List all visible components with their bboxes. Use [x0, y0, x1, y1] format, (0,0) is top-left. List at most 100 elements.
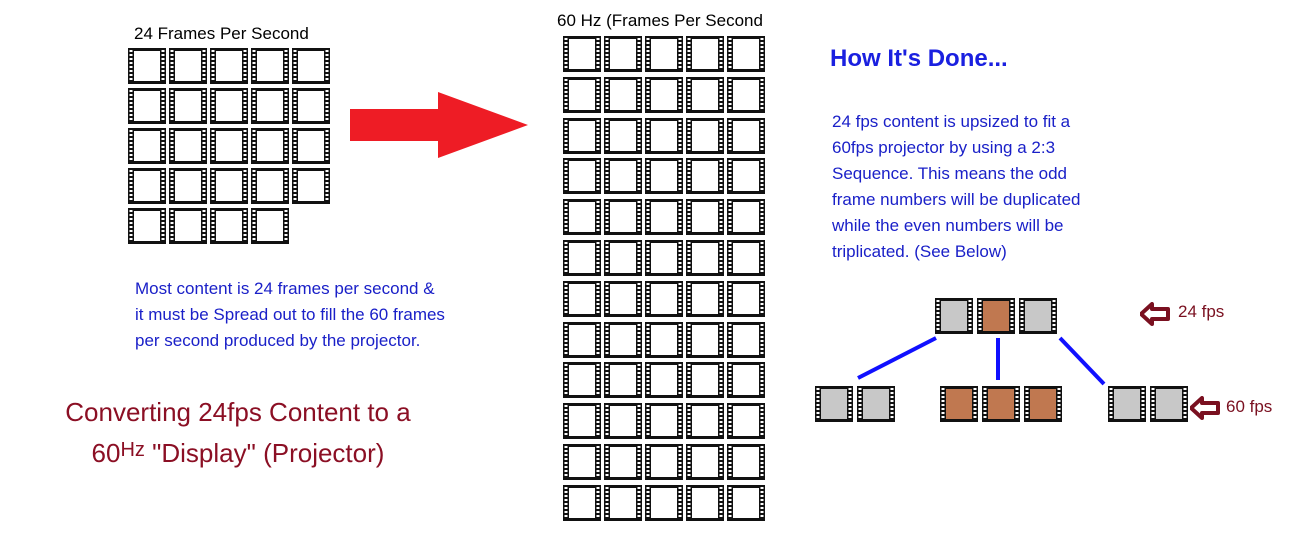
- film-frame-60hz: [563, 280, 601, 317]
- film-frame-60hz: [604, 484, 642, 521]
- film-frame-60hz: [727, 280, 765, 317]
- film-frame-60hz: [645, 199, 683, 236]
- conversion-arrow-icon: [350, 92, 528, 158]
- film-frame-24fps: [128, 48, 166, 84]
- label-24fps: 24 fps: [1178, 302, 1225, 321]
- left-description-line: per second produced by the projector.: [135, 331, 421, 350]
- film-frame-60hz: [645, 444, 683, 480]
- film-frame-24fps: [128, 208, 166, 244]
- film-frame-60hz: [563, 484, 601, 521]
- film-frame-60hz: [686, 199, 724, 236]
- film-frame-60hz: [604, 240, 642, 276]
- film-frame-60hz: [604, 199, 642, 236]
- film-frame-60hz: [686, 76, 724, 113]
- grid-title-24fps: 24 Frames Per Second: [134, 24, 309, 43]
- film-frame-60hz: [645, 158, 683, 195]
- film-frame-24fps: [210, 168, 248, 204]
- explanation-line: 60fps projector by using a 2:3: [832, 138, 1056, 157]
- film-frame-24fps: [251, 128, 289, 164]
- film-frame-60hz: [645, 321, 683, 358]
- film-frame-60hz: [686, 484, 724, 521]
- film-frame-60hz: [563, 362, 601, 399]
- film-frame-24fps: [169, 88, 207, 124]
- film-frame-24fps: [210, 48, 248, 84]
- explanation-line: Sequence. This means the odd: [832, 164, 1068, 183]
- film-frame-24fps: [251, 48, 289, 84]
- how-its-done-heading: How It's Done...: [830, 45, 1008, 72]
- pulldown-connectors: [857, 336, 1106, 386]
- film-frame-60hz: [645, 240, 683, 276]
- pulldown-connector-line: [857, 336, 937, 380]
- caption-line-2: 60Hz "Display" (Projector): [28, 431, 448, 472]
- pulldown-output-frame: [940, 386, 978, 422]
- film-frame-60hz: [563, 36, 601, 72]
- explanation-line: 24 fps content is upsized to fit a: [832, 112, 1071, 131]
- film-frame-60hz: [563, 403, 601, 440]
- film-frame-60hz: [686, 158, 724, 195]
- film-frame-60hz: [645, 36, 683, 72]
- explanation-line: while the even numbers will be: [832, 216, 1064, 235]
- film-frame-60hz: [686, 403, 724, 440]
- frame-grid-60hz: [563, 36, 779, 526]
- pulldown-output-frame: [1024, 386, 1062, 422]
- film-frame-24fps: [169, 208, 207, 244]
- pulldown-output-frame: [1150, 386, 1188, 422]
- film-frame-60hz: [645, 362, 683, 399]
- film-frame-60hz: [563, 321, 601, 358]
- grid-title-60hz: 60 Hz (Frames Per Second: [557, 11, 763, 30]
- film-frame-60hz: [563, 240, 601, 276]
- film-frame-24fps: [210, 128, 248, 164]
- film-frame-60hz: [604, 362, 642, 399]
- left-description: Most content is 24 frames per second & i…: [135, 276, 445, 354]
- label-60fps: 60 fps: [1226, 397, 1273, 416]
- film-frame-24fps: [292, 128, 330, 164]
- film-frame-60hz: [604, 117, 642, 154]
- film-frame-24fps: [210, 88, 248, 124]
- frame-grid-24fps: [128, 48, 338, 248]
- film-frame-60hz: [645, 403, 683, 440]
- film-frame-60hz: [604, 36, 642, 72]
- caption-60: 60: [91, 438, 121, 468]
- pulldown-output-frame: [815, 386, 853, 422]
- film-frame-24fps: [251, 88, 289, 124]
- pulldown-output-frame: [982, 386, 1020, 422]
- film-frame-60hz: [686, 444, 724, 480]
- film-frame-24fps: [292, 168, 330, 204]
- left-description-line: it must be Spread out to fill the 60 fra…: [135, 305, 445, 324]
- film-frame-60hz: [645, 76, 683, 113]
- arrow-24fps-icon: [1140, 302, 1170, 326]
- film-frame-24fps: [251, 208, 289, 244]
- film-frame-60hz: [604, 403, 642, 440]
- explanation-line: triplicated. (See Below): [832, 242, 1007, 261]
- pulldown-connector-line: [1058, 336, 1106, 386]
- pulldown-source-frame: [977, 298, 1015, 334]
- caption-display: "Display" (Projector): [144, 438, 385, 468]
- pulldown-frames: [815, 298, 1188, 422]
- film-frame-60hz: [645, 117, 683, 154]
- film-frame-24fps: [292, 88, 330, 124]
- film-frame-60hz: [727, 403, 765, 440]
- diagram-caption: Converting 24fps Content to a 60Hz "Disp…: [28, 393, 448, 472]
- film-frame-60hz: [604, 158, 642, 195]
- film-frame-60hz: [727, 444, 765, 480]
- film-frame-24fps: [169, 168, 207, 204]
- film-frame-60hz: [727, 76, 765, 113]
- film-frame-60hz: [727, 36, 765, 72]
- caption-hz: Hz: [120, 439, 145, 461]
- film-frame-24fps: [169, 48, 207, 84]
- film-frame-60hz: [686, 362, 724, 399]
- film-frame-60hz: [563, 199, 601, 236]
- film-frame-60hz: [645, 280, 683, 317]
- pulldown-source-frame: [935, 298, 973, 334]
- film-frame-60hz: [727, 240, 765, 276]
- film-frame-60hz: [604, 321, 642, 358]
- film-frame-60hz: [686, 117, 724, 154]
- film-frame-60hz: [563, 117, 601, 154]
- pulldown-source-frame: [1019, 298, 1057, 334]
- film-frame-60hz: [604, 76, 642, 113]
- film-frame-24fps: [292, 48, 330, 84]
- film-frame-60hz: [604, 444, 642, 480]
- caption-line-1: Converting 24fps Content to a: [65, 397, 411, 427]
- film-frame-60hz: [727, 321, 765, 358]
- film-frame-60hz: [686, 240, 724, 276]
